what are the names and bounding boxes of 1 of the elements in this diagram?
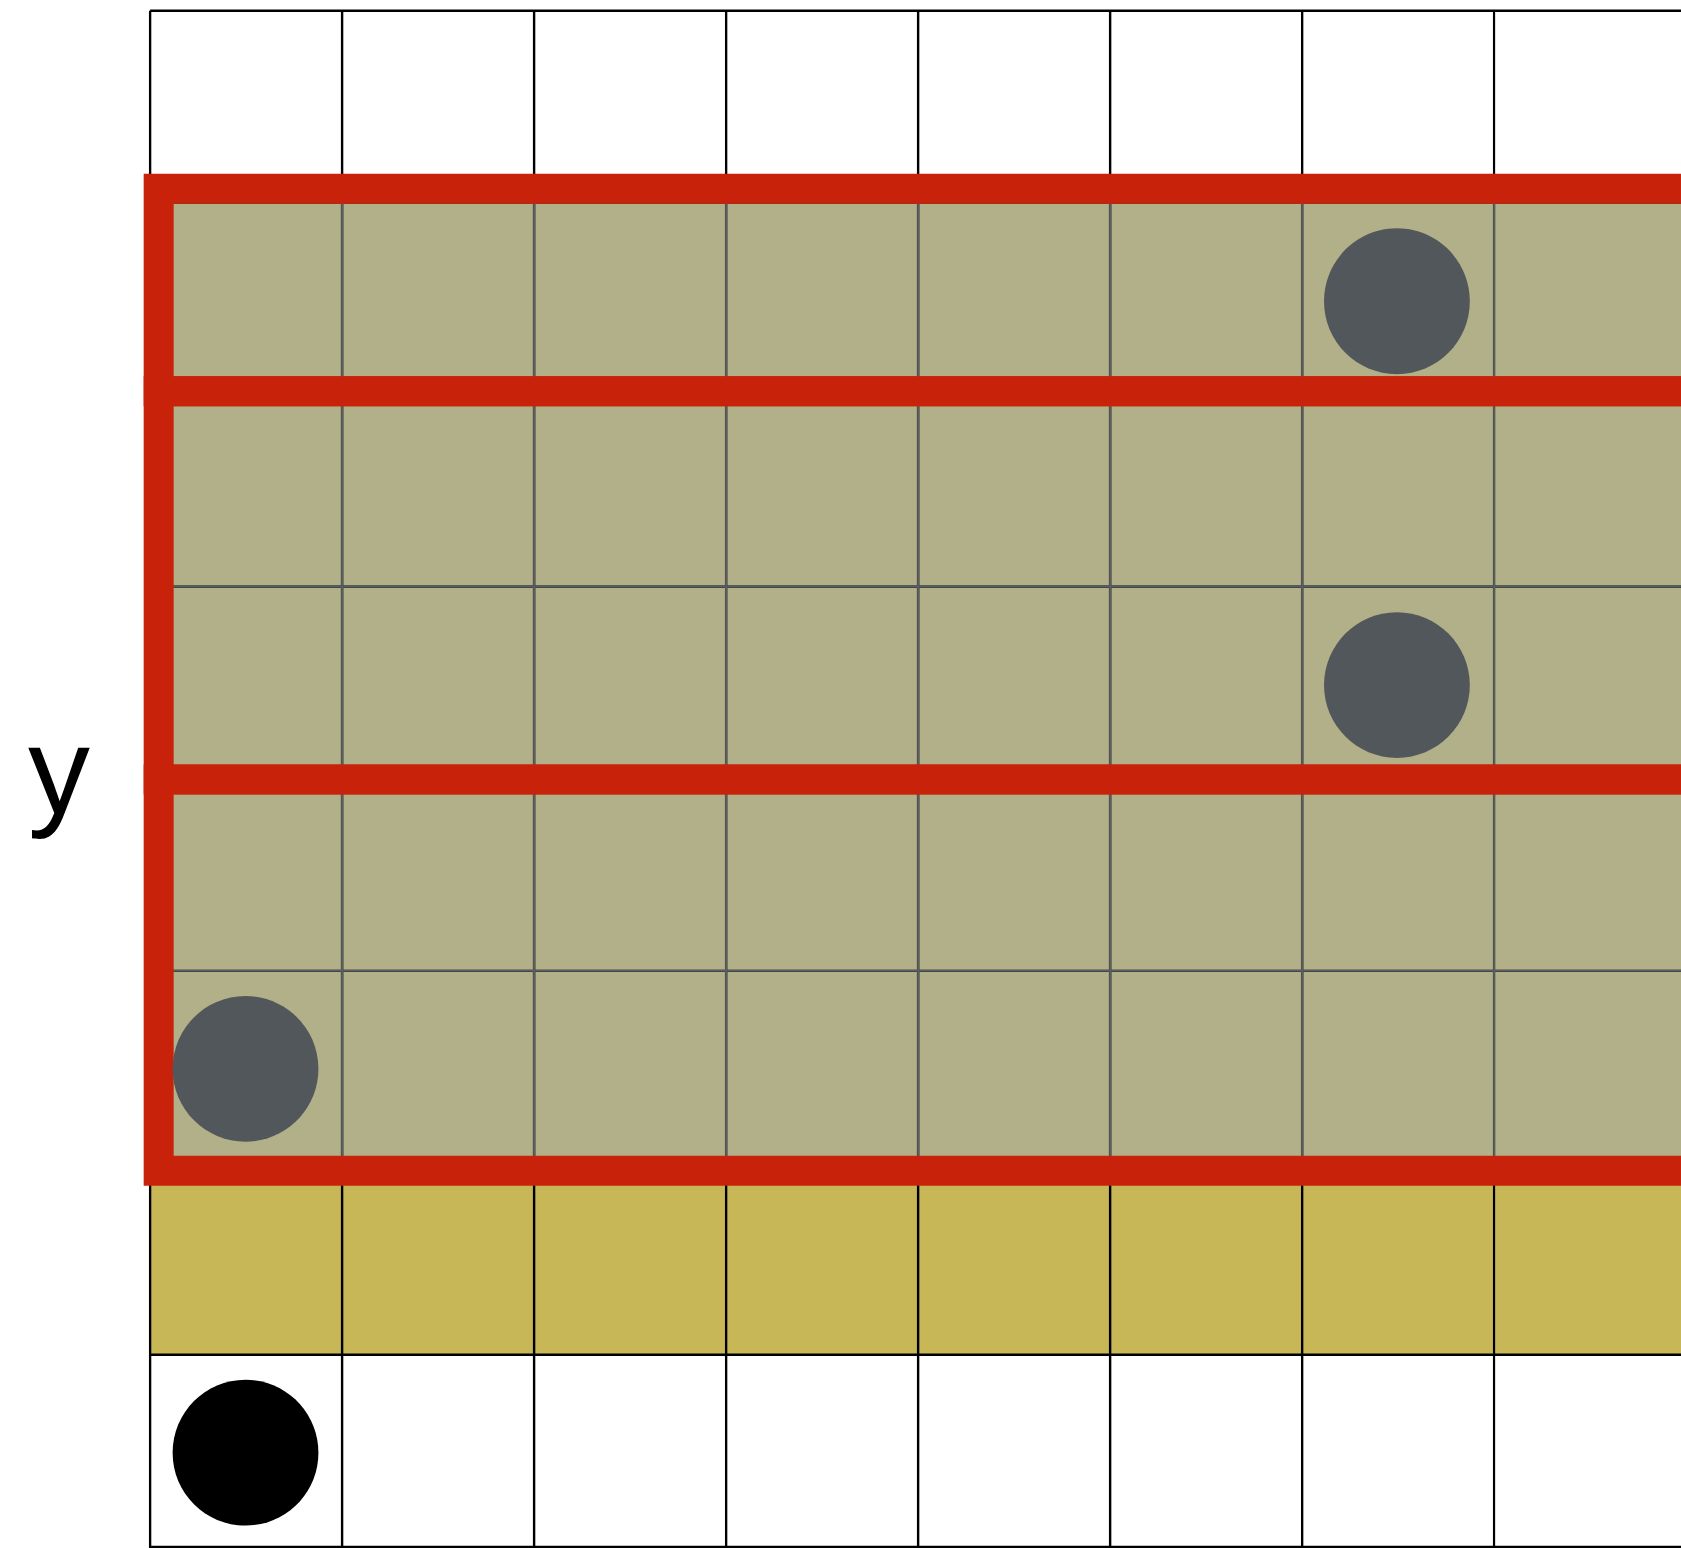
- axis-label: y: [28, 747, 90, 839]
